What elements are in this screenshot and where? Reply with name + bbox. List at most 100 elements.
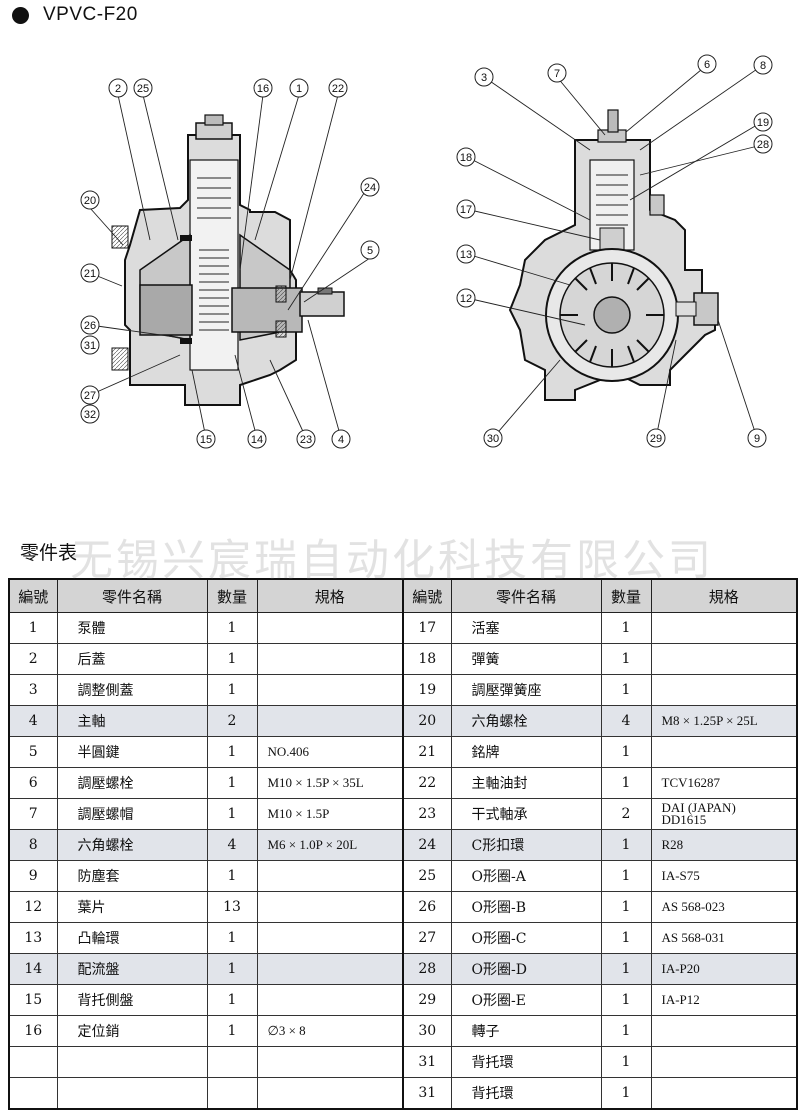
cell-spec [256,674,404,706]
cell-no: 17 [402,612,452,644]
svg-text:29: 29 [650,433,662,445]
cell-no: 28 [402,953,452,985]
cell-no: 8 [8,829,58,861]
cell-qty: 1 [600,984,652,1016]
svg-text:2: 2 [115,83,121,95]
cell-qty [206,1077,258,1110]
callout-6: 6 [697,54,717,74]
callout-30: 30 [483,428,503,448]
callout-2: 2 [108,78,128,98]
cell-qty: 1 [600,1077,652,1110]
cell-no: 4 [8,705,58,737]
cell-name: 配流盤 [56,953,208,985]
cell-name [56,1077,208,1110]
header-no: 編號 [8,578,58,613]
cell-name: 六角螺栓 [56,829,208,861]
cell-spec: IA-P20 [650,953,798,985]
cell-no: 31 [402,1077,452,1110]
cell-no: 29 [402,984,452,1016]
svg-text:15: 15 [200,434,212,446]
document-title: VPVC-F20 [43,4,138,25]
cell-qty: 1 [206,860,258,892]
cell-name: O形圈-E [450,984,602,1016]
cell-spec [650,1015,798,1047]
cell-no: 14 [8,953,58,985]
svg-text:7: 7 [554,68,560,80]
svg-text:25: 25 [137,83,149,95]
svg-text:3: 3 [481,72,487,84]
svg-text:17: 17 [460,204,472,216]
svg-text:16: 16 [257,83,269,95]
cell-qty: 1 [206,767,258,799]
cell-qty: 1 [206,736,258,768]
callout-19: 19 [753,112,773,132]
header-name: 零件名稱 [56,578,208,613]
callout-13: 13 [456,244,476,264]
callout-7: 7 [547,63,567,83]
svg-text:31: 31 [84,340,96,352]
cell-qty: 1 [206,798,258,830]
cell-name: 主軸油封 [450,767,602,799]
cell-no: 25 [402,860,452,892]
cell-no: 20 [402,705,452,737]
cell-spec [256,953,404,985]
cell-spec [256,922,404,954]
cell-no: 23 [402,798,452,830]
callout-24: 24 [360,177,380,197]
cell-no: 1 [8,612,58,644]
svg-text:5: 5 [367,245,373,257]
cell-no [8,1046,58,1078]
svg-text:6: 6 [704,59,710,71]
callout-group: 2 25 16 1 22 20 24 5 21 26 31 27 32 15 1… [80,54,773,449]
cell-no: 18 [402,643,452,675]
cell-qty: 1 [600,829,652,861]
svg-text:24: 24 [364,182,376,194]
header-no: 編號 [402,578,452,613]
cell-name: 背托環 [450,1077,602,1110]
cell-spec [256,705,404,737]
cell-spec: R28 [650,829,798,861]
cell-qty: 1 [600,736,652,768]
cell-qty: 1 [600,674,652,706]
cell-qty: 1 [600,953,652,985]
svg-text:20: 20 [84,195,96,207]
left-section-drawing [111,114,345,406]
parts-table-heading: 零件表 [20,542,78,564]
header-qty: 數量 [206,578,258,613]
cell-qty: 1 [206,643,258,675]
callout-9: 9 [747,428,767,448]
cell-qty: 1 [600,1046,652,1078]
cell-qty: 1 [600,767,652,799]
cell-spec [650,612,798,644]
svg-text:13: 13 [460,249,472,261]
cell-spec: IA-S75 [650,860,798,892]
cell-qty: 1 [600,891,652,923]
cell-spec: M8 × 1.25P × 25L [650,705,798,737]
cell-spec [650,674,798,706]
cell-spec: AS 568-031 [650,922,798,954]
cell-spec: M10 × 1.5P × 35L [256,767,404,799]
cell-qty: 1 [206,953,258,985]
callout-1: 1 [289,78,309,98]
cell-no: 31 [402,1046,452,1078]
svg-text:12: 12 [460,293,472,305]
callout-5: 5 [360,240,380,260]
cell-spec: M10 × 1.5P [256,798,404,830]
cell-name: 彈簧 [450,643,602,675]
callout-32: 32 [80,404,100,424]
svg-text:26: 26 [84,320,96,332]
svg-text:9: 9 [754,433,760,445]
callout-18: 18 [456,147,476,167]
callout-29: 29 [646,428,666,448]
cell-name: 防塵套 [56,860,208,892]
callout-20: 20 [80,190,100,210]
callout-26: 26 [80,315,100,335]
cell-spec: AS 568-023 [650,891,798,923]
callout-22: 22 [328,78,348,98]
cell-name: O形圈-B [450,891,602,923]
